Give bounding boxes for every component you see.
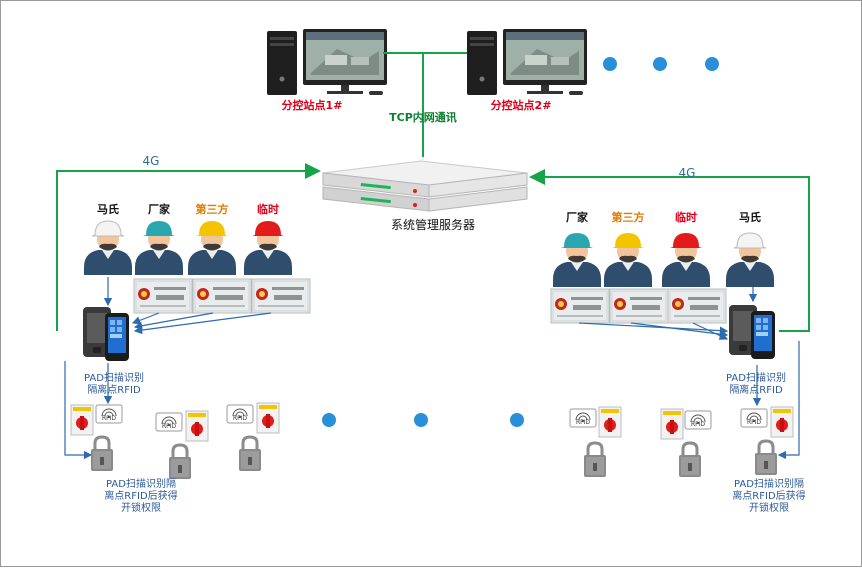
isolation-switch-icon: [660, 408, 684, 440]
left-worker-group: 马氏 厂家 第三方 临时: [84, 202, 292, 275]
left-pad-caption-line2: 隔离点RFID: [87, 383, 141, 396]
worker-icon: [135, 221, 183, 275]
worker-label: 第三方: [612, 210, 645, 224]
ellipsis-dot: [510, 413, 524, 427]
tcp-label: TCP内网通讯: [389, 110, 457, 124]
pad-scanner-icon: [729, 305, 775, 359]
worker-label: 临时: [257, 202, 279, 216]
rfid-tag-text: RFID: [233, 415, 247, 422]
isolation-switch-icon: [770, 406, 794, 438]
rfid-tag-text: RFID: [576, 419, 590, 426]
worker-label: 厂家: [566, 210, 589, 224]
worker-label: 第三方: [196, 202, 229, 216]
padlock-icon: [167, 443, 193, 481]
tcp-links: [383, 52, 467, 157]
id-card-icon: [251, 278, 311, 314]
left-scan-arrows: [64, 277, 272, 460]
ellipsis-dot: [414, 413, 428, 427]
left-lock-caption-line1: PAD扫描识别隔: [106, 477, 176, 490]
ellipsis-dot: [705, 57, 719, 71]
right-scan-arrows: [578, 287, 800, 460]
ellipsis-dot: [653, 57, 667, 71]
desktop-computer-icon: [467, 29, 587, 95]
right-lock-caption-line3: 开锁权限: [749, 501, 789, 514]
ellipsis-dot: [322, 413, 336, 427]
rfid-tag-text: RFID: [691, 421, 705, 428]
station-1-computer: [267, 29, 387, 95]
station-2-computer: [467, 29, 587, 95]
worker-icon: [726, 232, 774, 287]
server-label: 系统管理服务器: [391, 217, 475, 232]
server-rack-icon: [322, 160, 528, 212]
isolation-switch-icon: [70, 404, 94, 436]
padlock-icon: [89, 435, 115, 473]
right-worker-group: 厂家 第三方 临时 马氏: [553, 210, 774, 287]
worker-label: 马氏: [97, 202, 119, 216]
padlock-icon: [237, 435, 263, 473]
worker-label: 临时: [675, 210, 697, 224]
worker-icon: [244, 221, 292, 275]
worker-label: 马氏: [739, 210, 761, 224]
ellipsis-dot: [603, 57, 617, 71]
right-lock-caption-line2: 离点RFID后获得: [732, 489, 805, 502]
worker-icon: [604, 233, 652, 287]
worker-icon: [188, 221, 236, 275]
id-card-icon: [667, 288, 727, 324]
link-4g-right: [529, 169, 810, 332]
right-pad-caption-line2: 隔离点RFID: [729, 383, 783, 396]
link-4g-left: [56, 163, 321, 331]
rfid-tag-text: RFID: [747, 419, 761, 426]
isolation-switch-icon: [185, 410, 209, 442]
link-4g-left-label: 4G: [143, 154, 160, 168]
station-1-label: 分控站点1#: [282, 98, 343, 112]
id-card-icon: [550, 288, 610, 324]
id-card-icon: [192, 278, 252, 314]
station-2-label: 分控站点2#: [491, 98, 552, 112]
padlock-icon: [582, 441, 608, 479]
padlock-icon: [753, 439, 779, 477]
right-lock-caption-line1: PAD扫描识别隔: [734, 477, 804, 490]
id-card-icon: [133, 278, 193, 314]
rfid-tag-text: RFID: [102, 415, 116, 422]
isolation-switch-icon: [598, 406, 622, 438]
worker-label: 厂家: [148, 202, 171, 216]
worker-icon: [662, 233, 710, 287]
pad-scanner-icon: [83, 307, 129, 361]
worker-icon: [553, 233, 601, 287]
right-pad-caption-line1: PAD扫描识别: [726, 371, 786, 384]
worker-icon: [84, 220, 132, 275]
padlock-icon: [677, 441, 703, 479]
isolation-switch-icon: [256, 402, 280, 434]
left-lock-caption-line3: 开锁权限: [121, 501, 161, 514]
rfid-tag-text: RFID: [162, 423, 176, 430]
left-lock-caption-line2: 离点RFID后获得: [104, 489, 177, 502]
link-4g-right-label: 4G: [679, 166, 696, 180]
id-card-icon: [609, 288, 669, 324]
desktop-computer-icon: [267, 29, 387, 95]
left-pad-caption-line1: PAD扫描识别: [84, 371, 144, 384]
